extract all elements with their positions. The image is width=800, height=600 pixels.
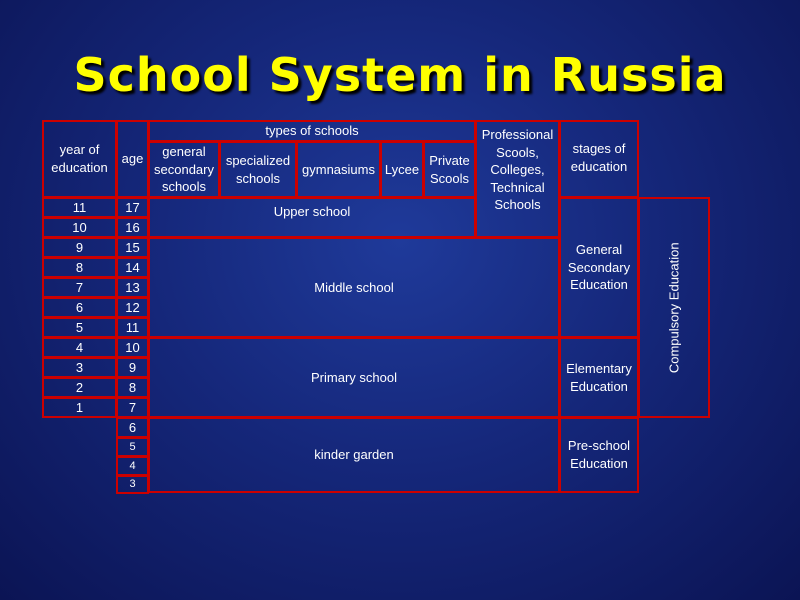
age-cell: 11 <box>116 317 149 338</box>
header-stages-of-education: stages of education <box>559 120 639 198</box>
year-cell: 10 <box>42 217 117 238</box>
compulsory-education-label: Compulsory Education <box>666 242 682 373</box>
age-cell: 10 <box>116 337 149 358</box>
age-cell: 16 <box>116 217 149 238</box>
age-cell: 12 <box>116 297 149 318</box>
year-cell: 8 <box>42 257 117 278</box>
year-cell: 2 <box>42 377 117 398</box>
header-professional-schools: Professional Scools, Colleges, Technical… <box>475 120 560 238</box>
age-cell: 14 <box>116 257 149 278</box>
year-cell: 1 <box>42 397 117 418</box>
stage-compulsory: Compulsory Education <box>638 197 710 418</box>
kinder-garden-block: kinder garden <box>148 417 560 493</box>
middle-school-block: Middle school <box>148 237 560 338</box>
age-cell: 7 <box>116 397 149 418</box>
age-cell: 4 <box>116 456 149 476</box>
header-age: age <box>116 120 149 198</box>
header-general-secondary-schools: general secondary schools <box>148 141 220 198</box>
age-cell: 15 <box>116 237 149 258</box>
year-cell: 4 <box>42 337 117 358</box>
page-title: School System in Russia <box>73 48 727 102</box>
header-private-scools: Private Scools <box>423 141 476 198</box>
header-lycee: Lycee <box>380 141 424 198</box>
header-gymnasiums: gymnasiums <box>296 141 381 198</box>
age-cell: 9 <box>116 357 149 378</box>
age-cell: 6 <box>116 417 149 438</box>
stage-general-secondary: General Secondary Education <box>559 197 639 338</box>
year-cell: 5 <box>42 317 117 338</box>
age-cell: 3 <box>116 475 149 494</box>
age-cell: 17 <box>116 197 149 218</box>
age-cell: 5 <box>116 437 149 457</box>
primary-school-block: Primary school <box>148 337 560 418</box>
header-specialized-schools: specialized schools <box>219 141 297 198</box>
header-types-of-schools: types of schools <box>148 120 476 142</box>
year-cell: 6 <box>42 297 117 318</box>
stage-pre-school: Pre-school Education <box>559 417 639 493</box>
age-cell: 13 <box>116 277 149 298</box>
stage-elementary: Elementary Education <box>559 337 639 418</box>
age-cell: 8 <box>116 377 149 398</box>
year-cell: 9 <box>42 237 117 258</box>
year-cell: 7 <box>42 277 117 298</box>
header-year-of-education: year of education <box>42 120 117 198</box>
upper-school-block: Upper school <box>148 197 476 238</box>
year-cell: 3 <box>42 357 117 378</box>
year-cell: 11 <box>42 197 117 218</box>
